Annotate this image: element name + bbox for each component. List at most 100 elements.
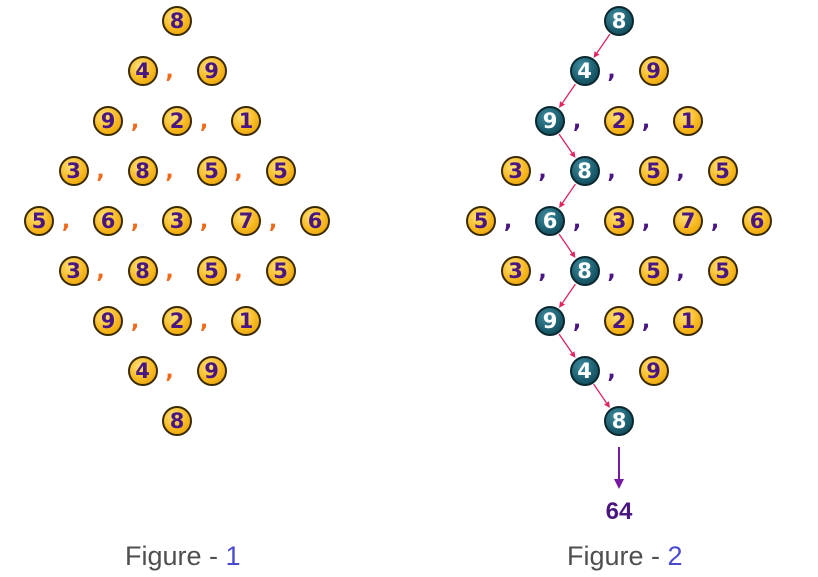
figure-2-caption: Figure - 2 xyxy=(567,541,683,572)
figure2-node-r4-c4: 5 xyxy=(707,156,738,186)
figure2-comma: , xyxy=(710,209,720,234)
figure1-node-r8-c2: 9 xyxy=(196,356,227,386)
figure1-node-r9-c1: 8 xyxy=(162,406,192,436)
figure1-node-r5-c5: 6 xyxy=(300,206,330,236)
path-arrow-head xyxy=(559,101,565,108)
figure1-node-r6-c3: 5 xyxy=(196,256,227,286)
path-arrow xyxy=(561,83,576,104)
figure1-comma: , xyxy=(165,159,174,184)
figure1-comma: , xyxy=(130,209,140,234)
figure1-comma: , xyxy=(130,109,140,134)
figure2-node-r5-c5: 6 xyxy=(742,206,772,236)
figure1-comma: , xyxy=(130,309,140,334)
figure1-node-r3-c2: 2 xyxy=(162,106,192,136)
figure2-comma: , xyxy=(572,309,582,334)
path-arrow xyxy=(558,333,573,354)
figure1-node-r7-c3: 1 xyxy=(231,306,261,336)
figure1-node-r6-c1: 3 xyxy=(58,256,89,286)
figure1-node-r1-c1: 8 xyxy=(162,6,192,36)
figure2-node-r3-c3: 1 xyxy=(673,106,703,136)
figure2-node-r1-c1: 8 xyxy=(604,6,634,36)
figure-1-caption-number: 1 xyxy=(225,541,241,571)
figure1-node-r2-c1: 4 xyxy=(127,56,158,86)
figure2-comma: , xyxy=(641,109,651,134)
figure2-comma: , xyxy=(607,359,616,384)
path-arrow xyxy=(596,33,611,54)
figure1-node-r5-c2: 6 xyxy=(93,206,123,236)
figure2-node-r5-c1: 5 xyxy=(466,206,496,236)
figure1-node-r7-c2: 2 xyxy=(162,306,192,336)
figure1-comma: , xyxy=(234,159,243,184)
path-arrow-head xyxy=(593,51,600,58)
figure2-node-r6-c3: 5 xyxy=(638,256,669,286)
figure1-comma: , xyxy=(61,209,71,234)
figure2-comma: , xyxy=(607,59,616,84)
result-arrow-head xyxy=(614,479,624,489)
figure1-node-r3-c3: 1 xyxy=(231,106,261,136)
figure1-node-r5-c1: 5 xyxy=(24,206,54,236)
path-arrow-head xyxy=(569,151,576,158)
figure2-node-r5-c4: 7 xyxy=(673,206,703,236)
figure2-node-r2-c1: 4 xyxy=(569,56,600,86)
figure1-node-r7-c1: 9 xyxy=(93,306,123,336)
path-arrow-head xyxy=(569,251,576,258)
figure1-node-r5-c3: 3 xyxy=(162,206,192,236)
path-arrow xyxy=(558,133,573,154)
figure2-node-r2-c2: 9 xyxy=(638,56,669,86)
figure-1-caption-text: Figure - xyxy=(125,541,226,571)
figure1-comma: , xyxy=(165,359,174,384)
figure1-comma: , xyxy=(96,259,105,284)
figure2-comma: , xyxy=(607,259,616,284)
figure1-comma: , xyxy=(165,259,174,284)
figure1-node-r6-c4: 5 xyxy=(265,256,296,286)
figure1-node-r3-c1: 9 xyxy=(93,106,123,136)
figure2-node-r6-c4: 5 xyxy=(707,256,738,286)
figure1-node-r5-c4: 7 xyxy=(231,206,261,236)
figure2-node-r9-c1: 8 xyxy=(604,406,634,436)
figure2-node-r4-c3: 5 xyxy=(638,156,669,186)
figure2-node-r7-c3: 1 xyxy=(673,306,703,336)
figure2-node-r5-c2: 6 xyxy=(535,206,565,236)
figure2-node-r8-c2: 9 xyxy=(638,356,669,386)
figure1-comma: , xyxy=(199,109,209,134)
path-arrow xyxy=(558,233,573,254)
figure1-node-r4-c3: 5 xyxy=(196,156,227,186)
path-arrow-head xyxy=(559,201,565,208)
figure1-node-r4-c2: 8 xyxy=(127,156,158,186)
path-arrow-head xyxy=(559,301,565,308)
figure2-node-r6-c2: 8 xyxy=(569,256,600,286)
figure1-comma: , xyxy=(199,309,209,334)
figure2-node-r5-c3: 3 xyxy=(604,206,634,236)
figure2-node-r3-c2: 2 xyxy=(604,106,634,136)
figure1-node-r6-c2: 8 xyxy=(127,256,158,286)
figure2-node-r6-c1: 3 xyxy=(500,256,531,286)
figure1-node-r4-c4: 5 xyxy=(265,156,296,186)
figure-1-caption: Figure - 1 xyxy=(125,541,241,572)
figure1-comma: , xyxy=(199,209,209,234)
figure2-comma: , xyxy=(641,209,651,234)
figure1-node-r8-c1: 4 xyxy=(127,356,158,386)
path-arrow-head xyxy=(569,351,576,358)
figure2-node-r3-c1: 9 xyxy=(535,106,565,136)
figure2-node-r8-c1: 4 xyxy=(569,356,600,386)
path-arrow xyxy=(561,183,576,204)
figure-2-caption-number: 2 xyxy=(667,541,683,571)
path-arrow xyxy=(561,283,576,304)
path-arrow-head xyxy=(604,401,610,408)
figure1-node-r4-c1: 3 xyxy=(58,156,89,186)
figure2-comma: , xyxy=(607,159,616,184)
figure1-comma: , xyxy=(268,209,278,234)
figure-2-caption-text: Figure - xyxy=(567,541,668,571)
figure2-comma: , xyxy=(503,209,513,234)
figure2-node-r4-c1: 3 xyxy=(500,156,531,186)
figure2-comma: , xyxy=(676,259,685,284)
figure2-comma: , xyxy=(538,159,547,184)
figure2-node-r4-c2: 8 xyxy=(569,156,600,186)
figure2-node-r7-c2: 2 xyxy=(604,306,634,336)
figure2-comma: , xyxy=(676,159,685,184)
figure1-comma: , xyxy=(96,159,105,184)
figure2-node-r7-c1: 9 xyxy=(535,306,565,336)
figure2-comma: , xyxy=(572,209,582,234)
